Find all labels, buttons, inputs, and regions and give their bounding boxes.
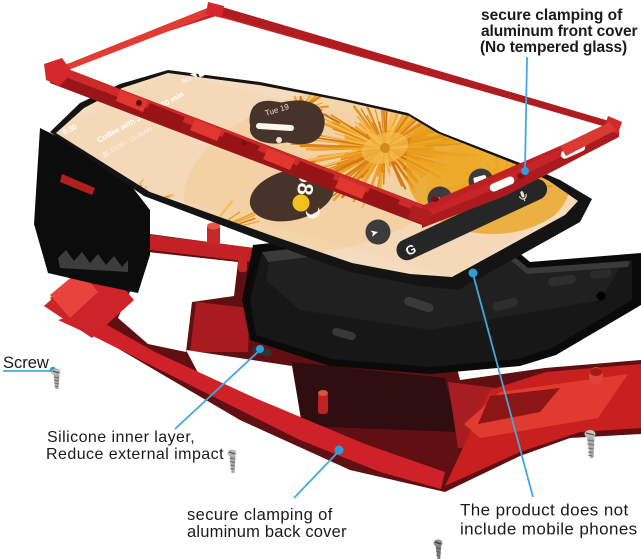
svg-text:5G: 5G bbox=[181, 76, 192, 86]
svg-text:➤: ➤ bbox=[369, 227, 380, 240]
svg-text:include mobile phones: include mobile phones bbox=[460, 520, 638, 539]
svg-text:Reduce external impact: Reduce external impact bbox=[46, 446, 224, 463]
svg-text:aluminum front cover: aluminum front cover bbox=[481, 23, 638, 40]
svg-text:secure clamping of: secure clamping of bbox=[481, 7, 623, 24]
svg-text:Silicone inner layer,: Silicone inner layer, bbox=[47, 429, 195, 446]
svg-text:aluminum back cover: aluminum back cover bbox=[187, 523, 347, 541]
svg-text:(No tempered glass): (No tempered glass) bbox=[480, 39, 627, 56]
svg-text:The product does not: The product does not bbox=[460, 501, 629, 520]
svg-text:Screw: Screw bbox=[3, 354, 49, 372]
svg-text:secure clamping of: secure clamping of bbox=[187, 506, 333, 524]
